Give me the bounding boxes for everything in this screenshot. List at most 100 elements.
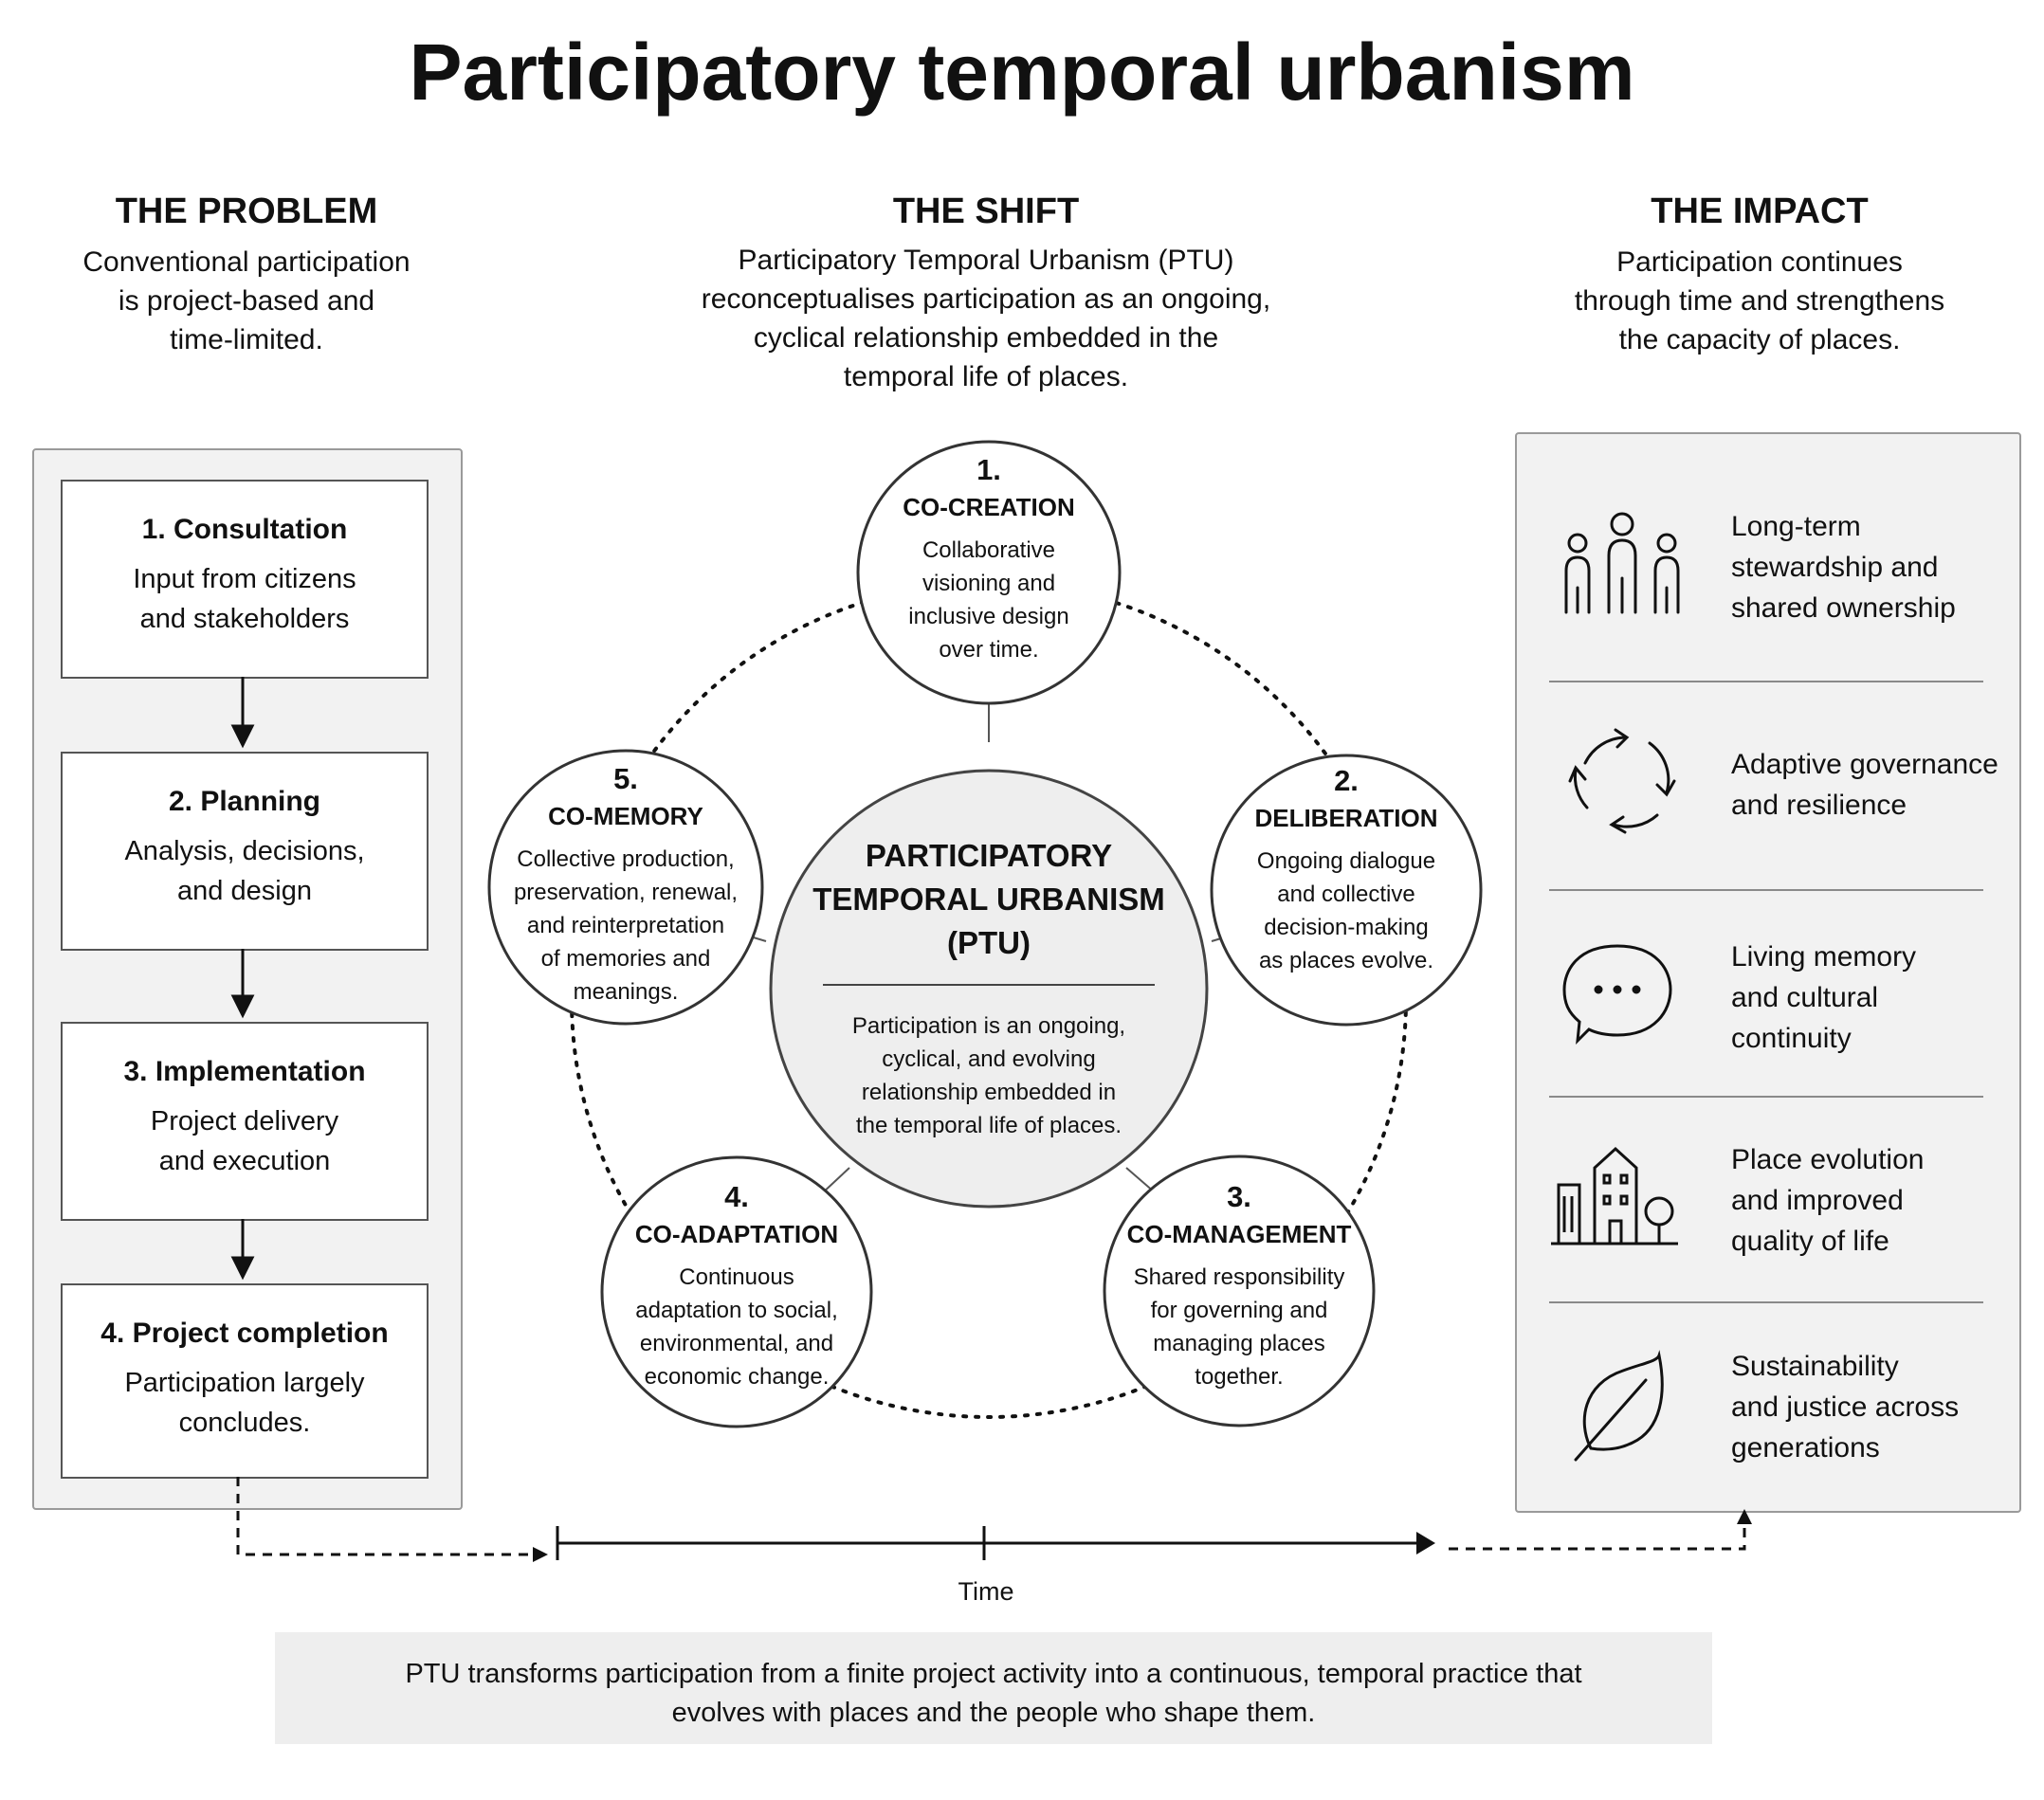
cycle-desc-line: managing places [1153, 1331, 1325, 1356]
cycle-desc-line: Collaborative [922, 537, 1056, 563]
cycle-desc-line: environmental, and [639, 1331, 834, 1356]
dashed-connector-right [1449, 1522, 1746, 1551]
step-description: Input from citizens and stakeholders [63, 559, 427, 639]
problem-heading: THE PROBLEM [115, 191, 378, 231]
cycle-number: 4. [724, 1180, 749, 1213]
center-desc-line: cyclical, and evolving [882, 1046, 1096, 1072]
impact-item-line: and cultural [1731, 982, 1879, 1013]
ptu-center-circle [769, 769, 1209, 1209]
cycle-desc-line: for governing and [1150, 1298, 1328, 1323]
impact-subtitle: Participation continues through time and… [1532, 243, 1987, 359]
impact-item-line: Adaptive governance [1731, 749, 1998, 780]
step-description: Analysis, decisions, and design [63, 831, 427, 911]
center-title-line: PARTICIPATORY [865, 838, 1113, 873]
dashed-connector-left [236, 1477, 533, 1556]
cycle-desc-line: meanings. [573, 979, 679, 1005]
footer-line: evolves with places and the people who s… [671, 1698, 1316, 1728]
cycle-desc-line: as places evolve. [1258, 948, 1434, 973]
arrow-head [230, 1256, 255, 1281]
step-description: Participation largely concludes. [63, 1363, 427, 1443]
problem-step-consultation: 1. Consultation Input from citizens and … [61, 480, 429, 679]
cycle-desc-line: Continuous [679, 1264, 794, 1290]
cycle-description: Continuous adaptation to social, environ… [604, 1261, 869, 1393]
arrow-head [230, 724, 255, 749]
cycle-co-creation: 1. CO-CREATION Collaborative visioning a… [875, 453, 1103, 666]
problem-subtitle-line: is project-based and [118, 285, 375, 317]
problem-subtitle-line: Conventional participation [82, 246, 411, 278]
problem-step-planning: 2. Planning Analysis, decisions, and des… [61, 752, 429, 951]
impact-item-line: and justice across [1731, 1391, 1960, 1423]
impact-item-governance: Adaptive governance and resilience [1731, 744, 1998, 826]
step-desc-line: concludes. [178, 1408, 311, 1438]
impact-divider [1549, 889, 1983, 891]
timeline-connectors [236, 1477, 1746, 1556]
cycle-circle-deliberation [1210, 754, 1483, 1027]
impact-subtitle-line: Participation continues [1616, 246, 1903, 278]
step-desc-line: Participation largely [124, 1368, 365, 1398]
center-desc-line: the temporal life of places. [855, 1113, 1122, 1138]
cycle-co-memory: 5. CO-MEMORY Collective production, pres… [493, 762, 758, 1009]
center-title-line: TEMPORAL URBANISM [812, 882, 1165, 917]
shift-subtitle-line: temporal life of places. [843, 361, 1129, 392]
arrow-head [533, 1547, 548, 1562]
page-title: Participatory temporal urbanism [409, 27, 1635, 117]
impact-divider [1549, 1301, 1983, 1303]
step-desc-line: Project delivery [150, 1106, 339, 1136]
step-title: 1. Consultation [141, 514, 348, 545]
impact-divider [1549, 681, 1983, 682]
impact-subtitle-line: the capacity of places. [1618, 324, 1901, 355]
shift-heading: THE SHIFT [892, 191, 1080, 231]
step-title: 2. Planning [168, 786, 321, 817]
impact-item-line: generations [1731, 1432, 1880, 1464]
center-desc-line: relationship embedded in [861, 1080, 1117, 1105]
cycle-description: Shared responsibility for governing and … [1106, 1261, 1372, 1393]
arrow-head [1737, 1509, 1752, 1524]
people-icon [1564, 512, 1680, 614]
cycle-number: 5. [613, 762, 638, 795]
cycle-deliberation: 2. DELIBERATION Ongoing dialogue and col… [1223, 764, 1469, 977]
shift-subtitle-line: Participatory Temporal Urbanism (PTU) [738, 245, 1234, 276]
impact-item-sustainability: Sustainability and justice across genera… [1731, 1346, 1959, 1468]
impact-item-line: shared ownership [1731, 592, 1956, 624]
step-desc-line: Input from citizens [133, 564, 356, 594]
cycle-desc-line: visioning and [922, 571, 1056, 596]
speech-bubble-icon [1562, 944, 1672, 1045]
timeline-axis [556, 1526, 1418, 1560]
impact-item-stewardship: Long-term stewardship and shared ownersh… [1731, 506, 1956, 628]
impact-subtitle-line: through time and strengthens [1574, 285, 1945, 317]
impact-item-line: Living memory [1731, 941, 1917, 973]
cycle-number: 3. [1227, 1180, 1251, 1213]
cycle-name: CO-CREATION [903, 493, 1075, 521]
timeline-arrow-head [1416, 1532, 1435, 1555]
step-description: Project delivery and execution [63, 1101, 427, 1181]
timeline-label: Time [958, 1577, 1014, 1606]
shift-subtitle: Participatory Temporal Urbanism (PTU) re… [654, 241, 1318, 396]
impact-item-memory: Living memory and cultural continuity [1731, 936, 1916, 1059]
impact-item-line: Sustainability [1731, 1351, 1899, 1382]
cycle-desc-line: Collective production, [517, 846, 735, 872]
problem-subtitle: Conventional participation is project-ba… [38, 243, 455, 359]
cycle-number: 2. [1334, 764, 1359, 797]
problem-step-implementation: 3. Implementation Project delivery and e… [61, 1022, 429, 1221]
cycle-desc-line: decision-making [1264, 915, 1429, 940]
shift-subtitle-line: cyclical relationship embedded in the [753, 322, 1219, 354]
cycle-desc-line: adaptation to social, [635, 1298, 838, 1323]
impact-panel [1515, 432, 2021, 1513]
cycle-desc-line: preservation, renewal, [513, 880, 739, 905]
impact-item-place-evolution: Place evolution and improved quality of … [1731, 1139, 1924, 1262]
cycle-co-management: 3. CO-MANAGEMENT Shared responsibility f… [1106, 1180, 1372, 1393]
cycle-desc-line: Ongoing dialogue [1256, 848, 1436, 874]
cycle-co-adaptation: 4. CO-ADAPTATION Continuous adaptation t… [604, 1180, 869, 1393]
step-desc-line: and stakeholders [139, 604, 350, 634]
cycle-description: Collective production, preservation, ren… [493, 843, 758, 1009]
cycle-description: Ongoing dialogue and collective decision… [1223, 845, 1469, 977]
arrow-head [230, 994, 255, 1019]
cycle-description: Collaborative visioning and inclusive de… [875, 534, 1103, 666]
shift-subtitle-line: reconceptualises participation as an ong… [701, 283, 1271, 315]
footer-summary: PTU transforms participation from a fini… [275, 1632, 1712, 1744]
cycle-circle-co-creation [856, 440, 1122, 705]
cycle-desc-line: and reinterpretation [526, 913, 725, 938]
impact-item-line: quality of life [1731, 1226, 1889, 1257]
cycle-name: CO-MEMORY [548, 802, 703, 830]
